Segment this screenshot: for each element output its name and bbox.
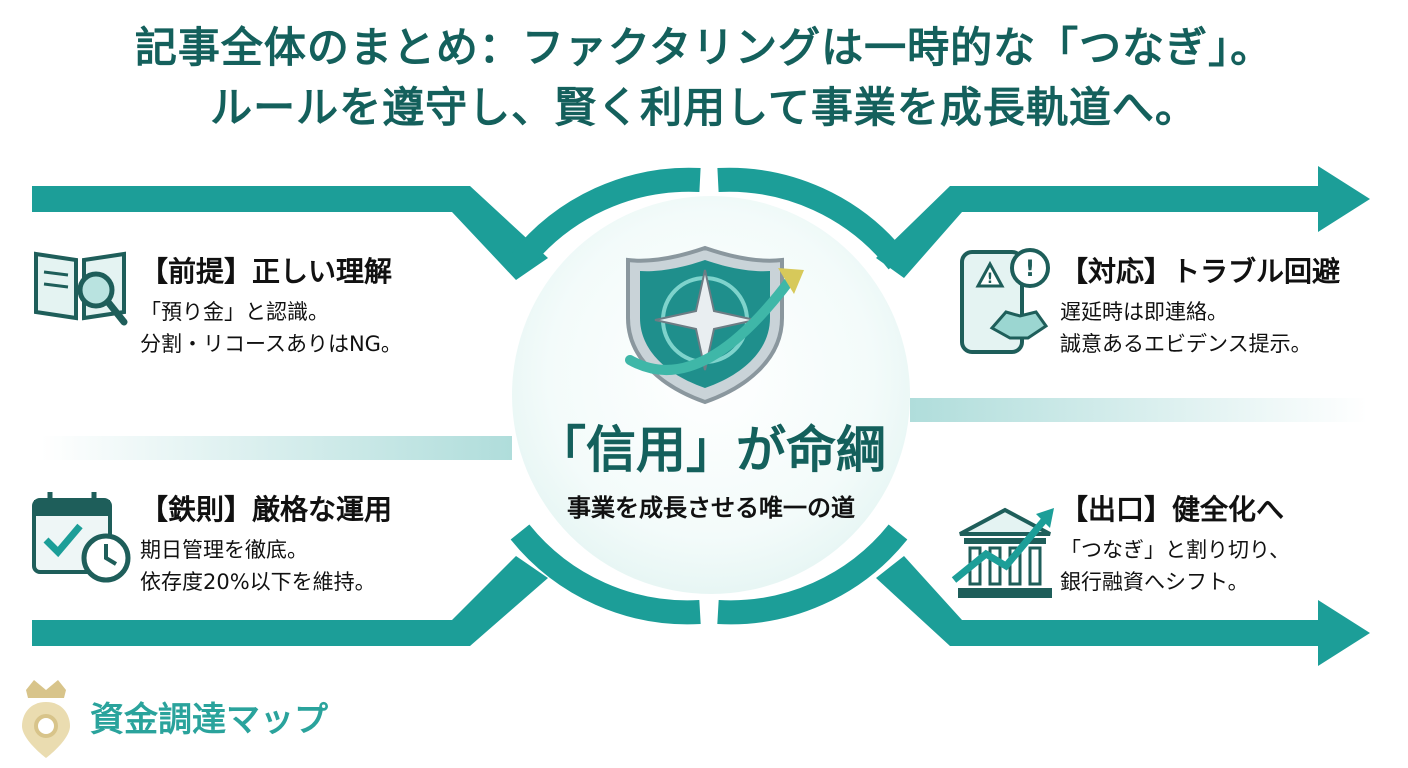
box-rule-heading: 【鉄則】厳格な運用 (140, 493, 393, 526)
ring-arc-top-right (717, 167, 908, 270)
flow-band-right-faded (910, 398, 1368, 422)
flow-arrow-top-right (876, 166, 1370, 278)
box-premise: 【前提】正しい理解 「預り金」と認識。 分割・リコースありはNG。 (140, 250, 402, 360)
bank-growth-icon (951, 507, 1054, 598)
box-response-line2: 誠意あるエビデンス提示。 (1060, 332, 1312, 356)
calendar-clock-icon (32, 492, 131, 583)
box-response: 【対応】トラブル回避 遅延時は即連絡。 誠意あるエビデンス提示。 (1060, 250, 1340, 360)
flow-arrow-bottom-right (876, 556, 1370, 666)
box-exit-line2: 銀行融資へシフト。 (1060, 570, 1249, 594)
box-premise-heading: 【前提】正しい理解 (140, 255, 393, 288)
box-rule: 【鉄則】厳格な運用 期日管理を徹底。 依存度20%以下を維持。 (140, 488, 392, 598)
svg-text:!: ! (1025, 257, 1035, 282)
box-premise-line2: 分割・リコースありはNG。 (140, 332, 402, 356)
page-title-line1: 記事全体のまとめ：ファクタリングは一時的な「つなぎ」。 (134, 23, 1274, 72)
flow-band-top-left (32, 186, 548, 280)
box-exit: 【出口】健全化へ 「つなぎ」と割り切り、 銀行融資へシフト。 (1060, 488, 1290, 598)
phone-alert-handshake-icon: ! ! (960, 248, 1050, 354)
ring-arc-bottom-right (717, 524, 908, 625)
shield-compass-icon (625, 245, 804, 405)
box-rule-line1: 期日管理を徹底。 (140, 538, 308, 562)
page-title-line2: ルールを遵守し、賢く利用して事業を成長軌道へ。 (210, 83, 1198, 132)
center-subtitle: 事業を成長させる唯一の道 (567, 494, 855, 522)
center-title: 「信用」が命綱 (536, 421, 886, 479)
box-exit-line1: 「つなぎ」と割り切り、 (1060, 538, 1291, 562)
box-exit-heading: 【出口】健全化へ (1060, 493, 1285, 526)
box-response-line1: 遅延時は即連絡。 (1060, 300, 1228, 324)
ring-arc-top-left (510, 167, 701, 270)
logo-text: 資金調達マップ (90, 700, 328, 740)
flow-band-bottom-left (32, 556, 548, 646)
book-magnifier-icon (34, 251, 128, 326)
flow-band-left-faded (40, 436, 512, 460)
box-response-heading: 【対応】トラブル回避 (1060, 255, 1341, 288)
box-premise-line1: 「預り金」と認識。 (140, 300, 329, 324)
crown-pin-logo-icon (22, 680, 70, 758)
ring-arc-bottom-left (510, 524, 701, 625)
box-rule-line2: 依存度20%以下を維持。 (140, 570, 376, 594)
svg-text:!: ! (987, 271, 993, 287)
